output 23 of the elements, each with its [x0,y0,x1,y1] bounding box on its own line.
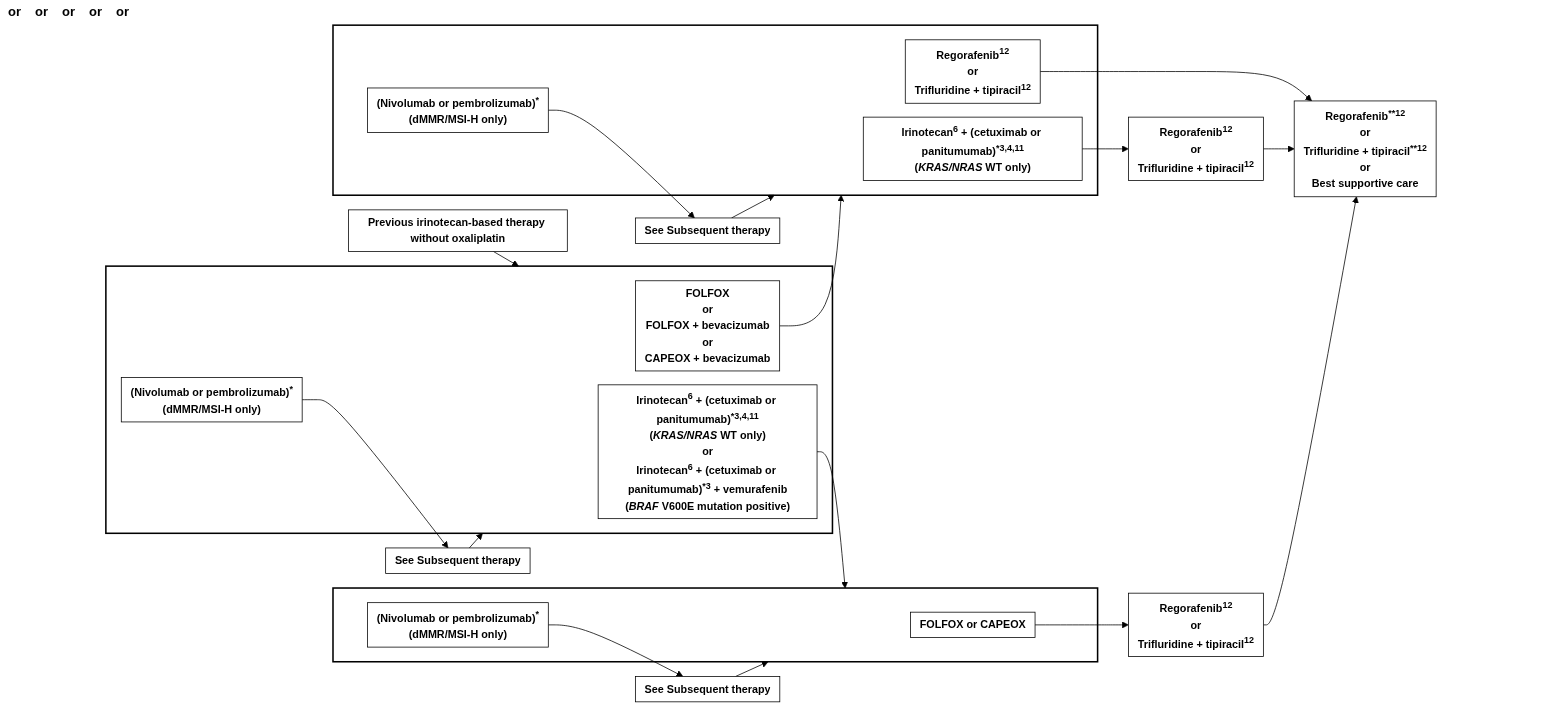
node-box: (Nivolumab or pembrolizumab)$^{*}$ (dMMR/MSI-H only) [367,87,549,133]
node-box: FOLFOX or FOLFOX + bevacizumab or CAPEOX + bevacizumab [635,280,781,372]
node-box: Regorafenib$^{12}$ or Trifluridine + tipiracil$^{12}$ [904,39,1041,104]
node-box: Previous irinotecan-based therapy without oxaliplatin [348,209,568,252]
node-box: (Nivolumab or pembrolizumab)$^{*}$ (dMMR/MSI-H only) [367,602,549,648]
node-box: Regorafenib$^{12}$ or Trifluridine + tipiracil$^{12}$ [1128,116,1264,181]
node-box: See Subsequent therapy [635,217,781,244]
note-text: or [116,4,129,19]
cluster [332,24,1099,196]
node-box: (Nivolumab or pembrolizumab)$^{*}$ (dMMR/MSI-H only) [120,377,303,423]
note-text: or [8,4,21,19]
node-box: Regorafenib$^{12}$ or Trifluridine + tipiracil$^{12}$ [1128,592,1264,657]
note-text: or [89,4,102,19]
node-box: Irinotecan$^{6}$ + (cetuximab or panitumumab)$^{*3,4,11}$ (KRAS/NRAS WT only) [862,116,1083,181]
node-box: Regorafenib$^{**12}$ or Trifluridine + tipiracil$^{**12}$ or Best supportive care [1293,100,1437,198]
node-box: FOLFOX or CAPEOX [910,611,1036,638]
cluster [332,587,1099,663]
node-box: Irinotecan$^{6}$ + (cetuximab or panitumumab)$^{*3,4,11}$ (KRAS/NRAS WT only) or Irinotecan$^{6}$ + (cetuximab or panitumumab)$^{*3}$ + vemurafenib (BRAF V600E mutation positive) [597,384,818,520]
node-box: See Subsequent therapy [385,547,531,574]
cluster [105,265,834,535]
note-text: or [35,4,48,19]
note-text: or [62,4,75,19]
node-box: See Subsequent therapy [635,676,781,703]
